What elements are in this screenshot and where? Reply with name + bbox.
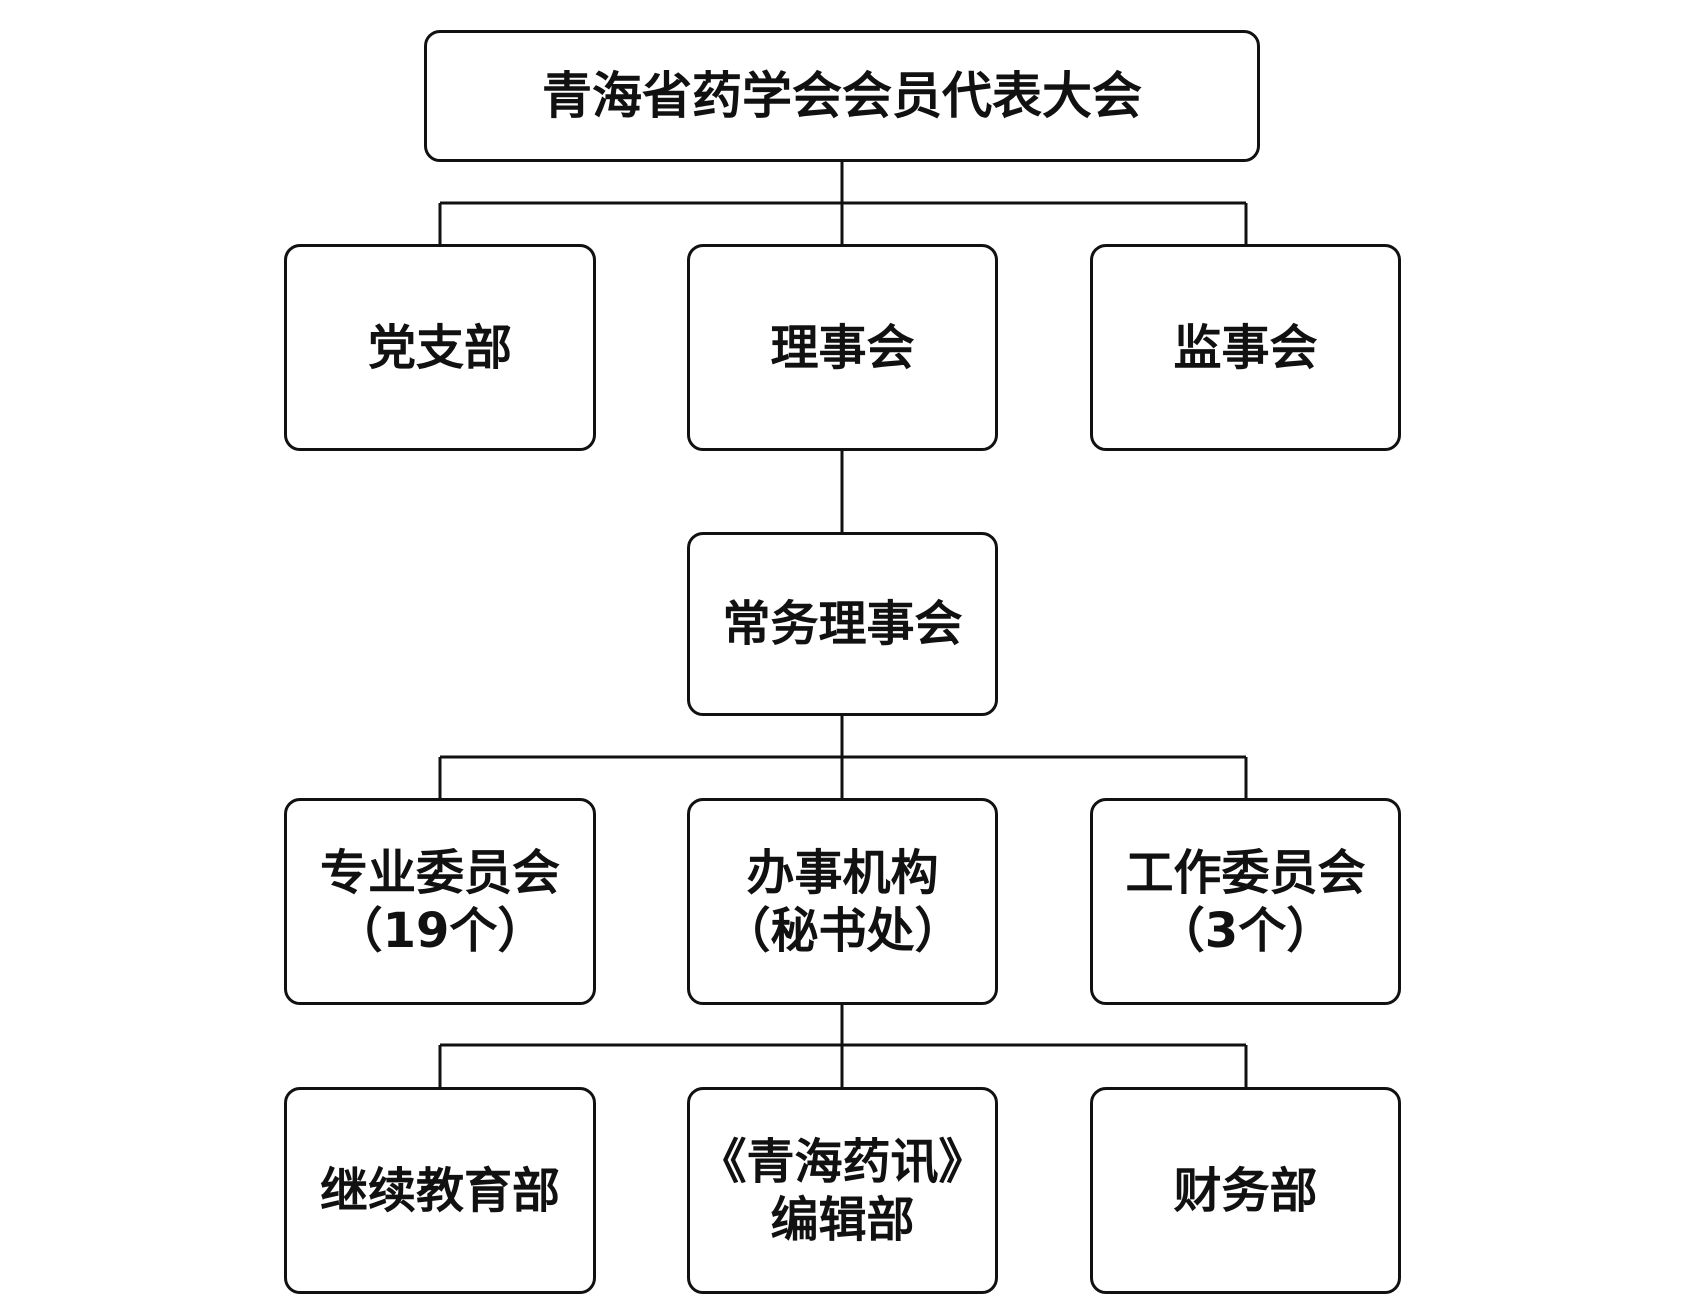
node-editorial-department: 《青海药讯》 编辑部	[687, 1087, 998, 1294]
node-supervisory-board-label: 监事会	[1173, 319, 1318, 376]
node-party-branch-label: 党支部	[367, 319, 512, 376]
node-standing-council-label: 常务理事会	[722, 596, 963, 652]
node-continuing-education-label: 继续教育部	[319, 1162, 560, 1219]
node-working-committees-line1: 工作委员会	[1125, 844, 1366, 901]
node-professional-committees-line1: 专业委员会	[319, 844, 560, 901]
node-office-line2: （秘书处）	[722, 902, 963, 959]
node-office: 办事机构 （秘书处）	[687, 798, 998, 1005]
node-party-branch: 党支部	[284, 244, 596, 451]
node-working-committees: 工作委员会 （3个）	[1090, 798, 1401, 1005]
node-working-committees-line2: （3个）	[1156, 902, 1335, 959]
node-editorial-department-line2: 编辑部	[770, 1191, 915, 1248]
node-office-line1: 办事机构	[746, 844, 939, 901]
node-professional-committees-line2: （19个）	[334, 902, 546, 959]
node-member-congress: 青海省药学会会员代表大会	[424, 30, 1260, 162]
node-standing-council: 常务理事会	[687, 532, 998, 716]
node-member-congress-label: 青海省药学会会员代表大会	[542, 67, 1142, 125]
node-council: 理事会	[687, 244, 998, 451]
node-supervisory-board: 监事会	[1090, 244, 1401, 451]
node-continuing-education: 继续教育部	[284, 1087, 596, 1294]
node-council-label: 理事会	[770, 319, 915, 376]
node-editorial-department-line1: 《青海药讯》	[698, 1133, 987, 1190]
node-finance-department-label: 财务部	[1173, 1162, 1318, 1219]
node-finance-department: 财务部	[1090, 1087, 1401, 1294]
node-professional-committees: 专业委员会 （19个）	[284, 798, 596, 1005]
